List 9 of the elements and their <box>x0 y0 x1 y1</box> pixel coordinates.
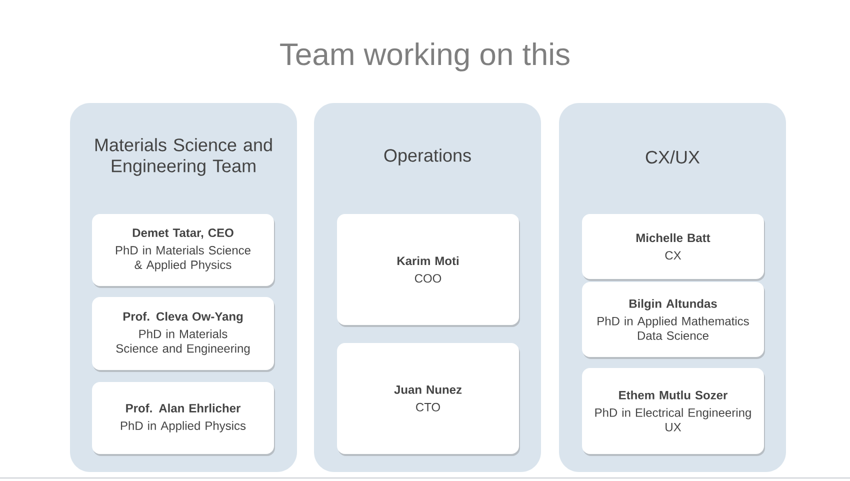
person-card: Ethem Mutlu Sozer PhD in Electrical Engineering UX <box>582 368 765 456</box>
person-card: Karim Moti COO <box>337 214 520 327</box>
person-card: Demet Tatar, CEO PhD in Materials Science & Applied Physics <box>92 214 275 288</box>
person-card: Michelle Batt CX <box>582 214 765 281</box>
person-card: Bilgin Altundas PhD in Applied Mathematics Data Science <box>582 282 765 359</box>
title: Team working on this <box>280 42 570 72</box>
person-card: Prof. Cleva Ow-Yang PhD in Materials Science and Engineering <box>92 297 275 372</box>
person-card: Juan Nunez CTO <box>337 342 520 456</box>
person-card: Prof. Alan Ehrlicher PhD in Applied Physics <box>92 382 275 456</box>
